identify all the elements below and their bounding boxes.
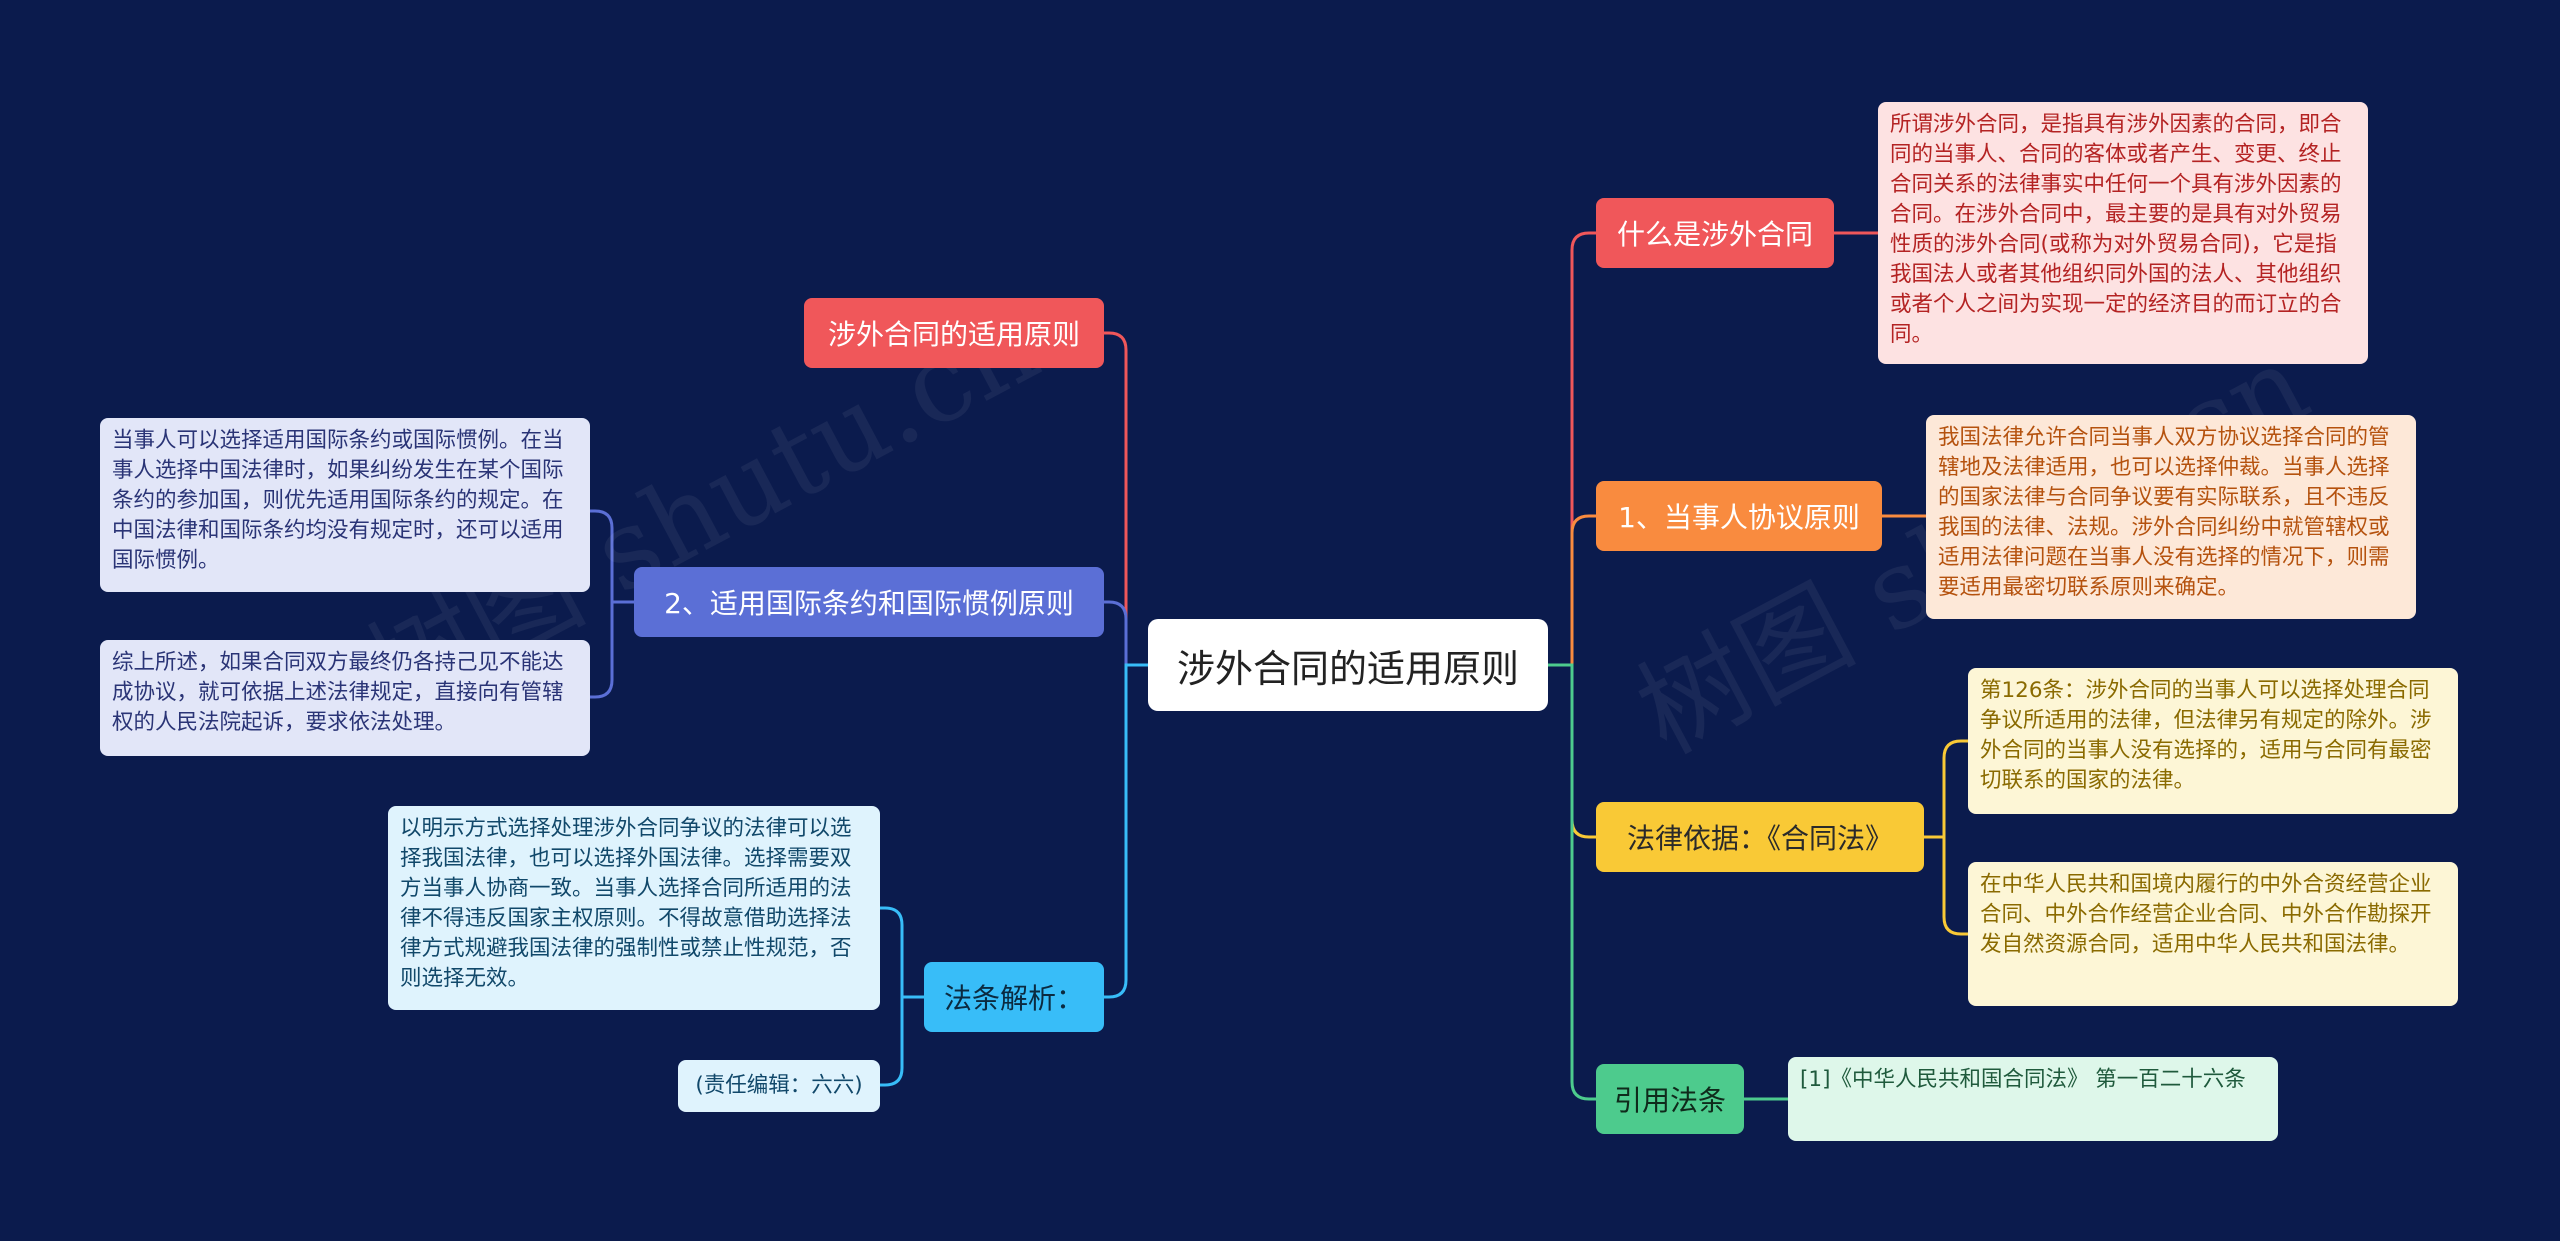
- link-treaty-note2: [588, 600, 636, 699]
- note-analysis1-text: 以明示方式选择处理涉外合同争议的法律可以选择我国法律，也可以选择外国法律。选择需…: [400, 816, 852, 991]
- link-analysis-note1: [878, 906, 926, 999]
- branch-treaty-practice[interactable]: 2、适用国际条约和国际惯例原则: [634, 567, 1104, 637]
- note-legal-basis-article[interactable]: 第126条：涉外合同的当事人可以选择处理合同争议所适用的法律，但法律另有规定的除…: [1968, 668, 2458, 814]
- link-root-treaty: [1102, 600, 1150, 667]
- note-editor-text: (责任编辑：六六): [695, 1073, 863, 1098]
- branch-treaty-label: 2、适用国际条约和国际惯例原则: [664, 587, 1074, 620]
- link-basis-note1: [1922, 739, 1970, 839]
- branch-legal-basis[interactable]: 法律依据：《合同法》: [1596, 802, 1924, 872]
- link-basis-note2: [1922, 835, 1970, 936]
- branch-left-title[interactable]: 涉外合同的适用原则: [804, 298, 1104, 368]
- note-treaty2-text: 综上所述，如果合同双方最终仍各持己见不能达成协议，就可依据上述法律规定，直接向有…: [112, 650, 564, 735]
- branch-cite-label: 引用法条: [1613, 1084, 1726, 1117]
- branch-what-label: 什么是涉外合同: [1616, 218, 1813, 251]
- note-basis1-text: 第126条：涉外合同的当事人可以选择处理合同争议所适用的法律，但法律另有规定的除…: [1980, 678, 2432, 793]
- link-root-what: [1546, 231, 1598, 667]
- branch-title-label: 涉外合同的适用原则: [827, 318, 1080, 351]
- link-root-title: [1102, 331, 1150, 667]
- note-treaty-summary[interactable]: 综上所述，如果合同双方最终仍各持己见不能达成协议，就可依据上述法律规定，直接向有…: [100, 640, 590, 756]
- note-cite-text: [1]《中华人民共和国合同法》 第一百二十六条: [1800, 1067, 2246, 1092]
- link-root-agreement: [1546, 514, 1598, 667]
- note-editor[interactable]: (责任编辑：六六): [678, 1060, 880, 1112]
- branch-party-agreement[interactable]: 1、当事人协议原则: [1596, 481, 1882, 551]
- note-treaty1-text: 当事人可以选择适用国际条约或国际惯例。在当事人选择中国法律时，如果纠纷发生在某个…: [112, 428, 564, 573]
- note-legal-basis-scope[interactable]: 在中华人民共和国境内履行的中外合资经营企业合同、中外合作经营企业合同、中外合作勘…: [1968, 862, 2458, 1006]
- branch-basis-label: 法律依据：《合同法》: [1626, 822, 1893, 855]
- link-root-cite: [1546, 663, 1598, 1101]
- link-root-analysis: [1102, 663, 1150, 999]
- note-what-text: 所谓涉外合同，是指具有涉外因素的合同，即合同的当事人、合同的客体或者产生、变更、…: [1890, 112, 2342, 347]
- note-agreement-text: 我国法律允许合同当事人双方协议选择合同的管辖地及法律适用，也可以选择仲裁。当事人…: [1938, 425, 2390, 600]
- branch-law-analysis[interactable]: 法条解析：: [924, 962, 1104, 1032]
- note-analysis-detail[interactable]: 以明示方式选择处理涉外合同争议的法律可以选择我国法律，也可以选择外国法律。选择需…: [388, 806, 880, 1010]
- root-topic-label: 涉外合同的适用原则: [1176, 646, 1519, 691]
- link-treaty-note1: [588, 509, 636, 604]
- link-analysis-note2: [878, 995, 926, 1087]
- note-party-agreement[interactable]: 我国法律允许合同当事人双方协议选择合同的管辖地及法律适用，也可以选择仲裁。当事人…: [1926, 415, 2416, 619]
- note-basis2-text: 在中华人民共和国境内履行的中外合资经营企业合同、中外合作经营企业合同、中外合作勘…: [1980, 872, 2432, 957]
- note-treaty-choice[interactable]: 当事人可以选择适用国际条约或国际惯例。在当事人选择中国法律时，如果纠纷发生在某个…: [100, 418, 590, 592]
- note-cited-articles[interactable]: [1]《中华人民共和国合同法》 第一百二十六条: [1788, 1057, 2278, 1141]
- branch-what-is-foreign-contract[interactable]: 什么是涉外合同: [1596, 198, 1834, 268]
- note-what-is-foreign-contract[interactable]: 所谓涉外合同，是指具有涉外因素的合同，即合同的当事人、合同的客体或者产生、变更、…: [1878, 102, 2368, 364]
- branch-cited-articles[interactable]: 引用法条: [1596, 1064, 1744, 1134]
- root-topic[interactable]: 涉外合同的适用原则: [1148, 619, 1548, 711]
- branch-agreement-label: 1、当事人协议原则: [1618, 501, 1860, 534]
- branch-analysis-label: 法条解析：: [943, 982, 1084, 1015]
